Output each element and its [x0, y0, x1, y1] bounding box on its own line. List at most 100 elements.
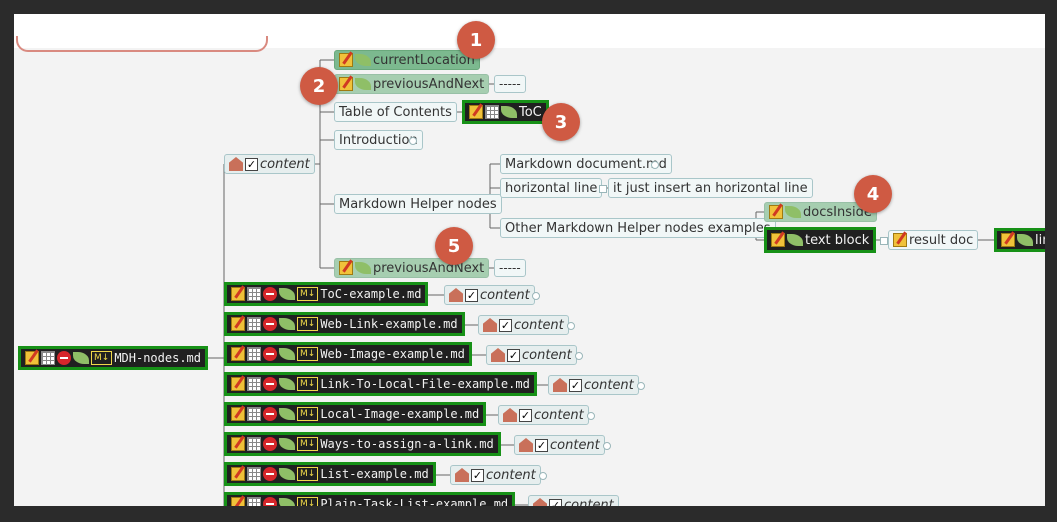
- stop-icon: [263, 317, 277, 331]
- stop-icon: [263, 407, 277, 421]
- previous-and-next-link[interactable]: -----: [494, 75, 526, 93]
- file-node[interactable]: M↓ Local-Image-example.md: [224, 402, 487, 426]
- markdown-icon: M↓: [297, 467, 319, 481]
- connector-lines: [204, 59, 994, 506]
- result-doc-node[interactable]: result doc: [888, 230, 979, 250]
- callout-badge-1: 1: [457, 21, 495, 59]
- note-icon: [231, 437, 245, 451]
- house-icon: [449, 288, 463, 302]
- file-content-label: content: [584, 377, 634, 393]
- markdown-helper-nodes-node[interactable]: Markdown Helper nodes: [334, 194, 502, 214]
- stop-icon: [263, 497, 277, 506]
- file-content-label: content: [480, 287, 530, 303]
- callout-badge-3: 3: [542, 103, 580, 141]
- checkbox-icon: ✓: [245, 157, 258, 171]
- file-node[interactable]: M↓ Web-Link-example.md: [224, 312, 465, 336]
- file-node[interactable]: M↓ Link-To-Local-File-example.md: [224, 372, 537, 396]
- callout-badge-5: 5: [435, 227, 473, 265]
- leaf-icon: [355, 78, 371, 90]
- file-content-node[interactable]: ✓ content: [528, 495, 619, 506]
- introduction-node[interactable]: Introduction: [334, 130, 423, 150]
- table-icon: [41, 351, 55, 365]
- leaf-icon: [1017, 234, 1033, 246]
- fold-toggle[interactable]: [539, 472, 547, 480]
- leaf-icon: [279, 498, 295, 506]
- file-content-node[interactable]: ✓ content: [498, 405, 589, 425]
- root-node[interactable]: M↓ MDH-nodes.md: [18, 346, 209, 370]
- file-node[interactable]: M↓ ToC-example.md: [224, 282, 429, 306]
- table-icon: [485, 105, 499, 119]
- markdown-icon: M↓: [297, 317, 319, 331]
- leaf-icon: [73, 352, 89, 364]
- note-icon: [231, 317, 245, 331]
- fold-toggle[interactable]: [599, 185, 607, 193]
- stop-icon: [263, 287, 277, 301]
- file-node-label: Web-Image-example.md: [320, 347, 465, 361]
- horizontal-line-node[interactable]: horizontal line: [500, 178, 603, 198]
- fold-toggle[interactable]: [603, 442, 611, 450]
- previous-and-next-link-2[interactable]: -----: [494, 259, 526, 277]
- fold-toggle[interactable]: [409, 137, 417, 145]
- partial-node-edge: [16, 36, 268, 52]
- mindmap-canvas[interactable]: M↓ MDH-nodes.md ✓ content currentLocatio…: [14, 14, 1045, 506]
- file-node[interactable]: M↓ Plain-Task-List-example.md: [224, 492, 516, 506]
- table-icon: [247, 407, 261, 421]
- file-content-label: content: [534, 407, 584, 423]
- leaf-icon: [279, 468, 295, 480]
- house-icon: [229, 157, 243, 171]
- file-content-node[interactable]: ✓ content: [444, 285, 535, 305]
- note-icon: [25, 351, 39, 365]
- fold-toggle[interactable]: [880, 237, 888, 245]
- fold-toggle[interactable]: [575, 352, 583, 360]
- checkbox-icon: ✓: [519, 408, 532, 422]
- current-location-node[interactable]: currentLocation: [334, 50, 480, 70]
- table-icon: [247, 497, 261, 506]
- markdown-document-node[interactable]: Markdown document.md: [500, 154, 672, 174]
- file-node[interactable]: M↓ Ways-to-assign-a-link.md: [224, 432, 501, 456]
- note-icon: [339, 261, 353, 275]
- callout-badge-2: 2: [300, 67, 338, 105]
- leaf-icon: [355, 262, 371, 274]
- leaf-icon: [279, 318, 295, 330]
- toc-label: ToC: [519, 104, 542, 120]
- house-icon: [503, 408, 517, 422]
- house-icon: [491, 348, 505, 362]
- file-content-label: content: [522, 347, 572, 363]
- fold-toggle[interactable]: [567, 322, 575, 330]
- fold-toggle[interactable]: [532, 292, 540, 300]
- toc-node[interactable]: ToC: [462, 100, 549, 124]
- file-content-label: content: [550, 437, 600, 453]
- markdown-icon: M↓: [297, 497, 319, 506]
- previous-and-next-node[interactable]: previousAndNext: [334, 74, 490, 94]
- markdown-icon: M↓: [297, 347, 319, 361]
- file-node-label: Plain-Task-List-example.md: [320, 497, 509, 506]
- leaf-icon: [279, 408, 295, 420]
- file-node[interactable]: M↓ List-example.md: [224, 462, 436, 486]
- fold-toggle[interactable]: [651, 161, 659, 169]
- file-content-node[interactable]: ✓ content: [450, 465, 541, 485]
- markdown-icon: M↓: [297, 407, 319, 421]
- file-node-label: List-example.md: [320, 467, 429, 481]
- text-block-node[interactable]: text block: [764, 227, 877, 253]
- docs-inside-node[interactable]: docsInside: [764, 202, 877, 222]
- file-node[interactable]: M↓ Web-Image-example.md: [224, 342, 472, 366]
- checkbox-icon: ✓: [549, 498, 562, 506]
- horizontal-line-note-node[interactable]: it just insert an horizontal line: [608, 178, 813, 198]
- fold-toggle[interactable]: [587, 412, 595, 420]
- file-content-node[interactable]: ✓ content: [514, 435, 605, 455]
- content-node[interactable]: ✓ content: [224, 154, 315, 174]
- file-content-node[interactable]: ✓ content: [548, 375, 639, 395]
- leaf-icon: [785, 206, 801, 218]
- link-node-partial[interactable]: lin: [994, 228, 1045, 252]
- file-content-node[interactable]: ✓ content: [478, 315, 569, 335]
- stop-icon: [263, 467, 277, 481]
- note-icon: [231, 347, 245, 361]
- previous-and-next-node-2[interactable]: previousAndNext: [334, 258, 490, 278]
- table-of-contents-node[interactable]: Table of Contents: [334, 102, 457, 122]
- markdown-icon: M↓: [297, 437, 319, 451]
- file-content-node[interactable]: ✓ content: [486, 345, 577, 365]
- other-examples-node[interactable]: Other Markdown Helper nodes examples: [500, 218, 776, 238]
- markdown-icon: M↓: [297, 287, 319, 301]
- callout-badge-4: 4: [854, 175, 892, 213]
- fold-toggle[interactable]: [637, 382, 645, 390]
